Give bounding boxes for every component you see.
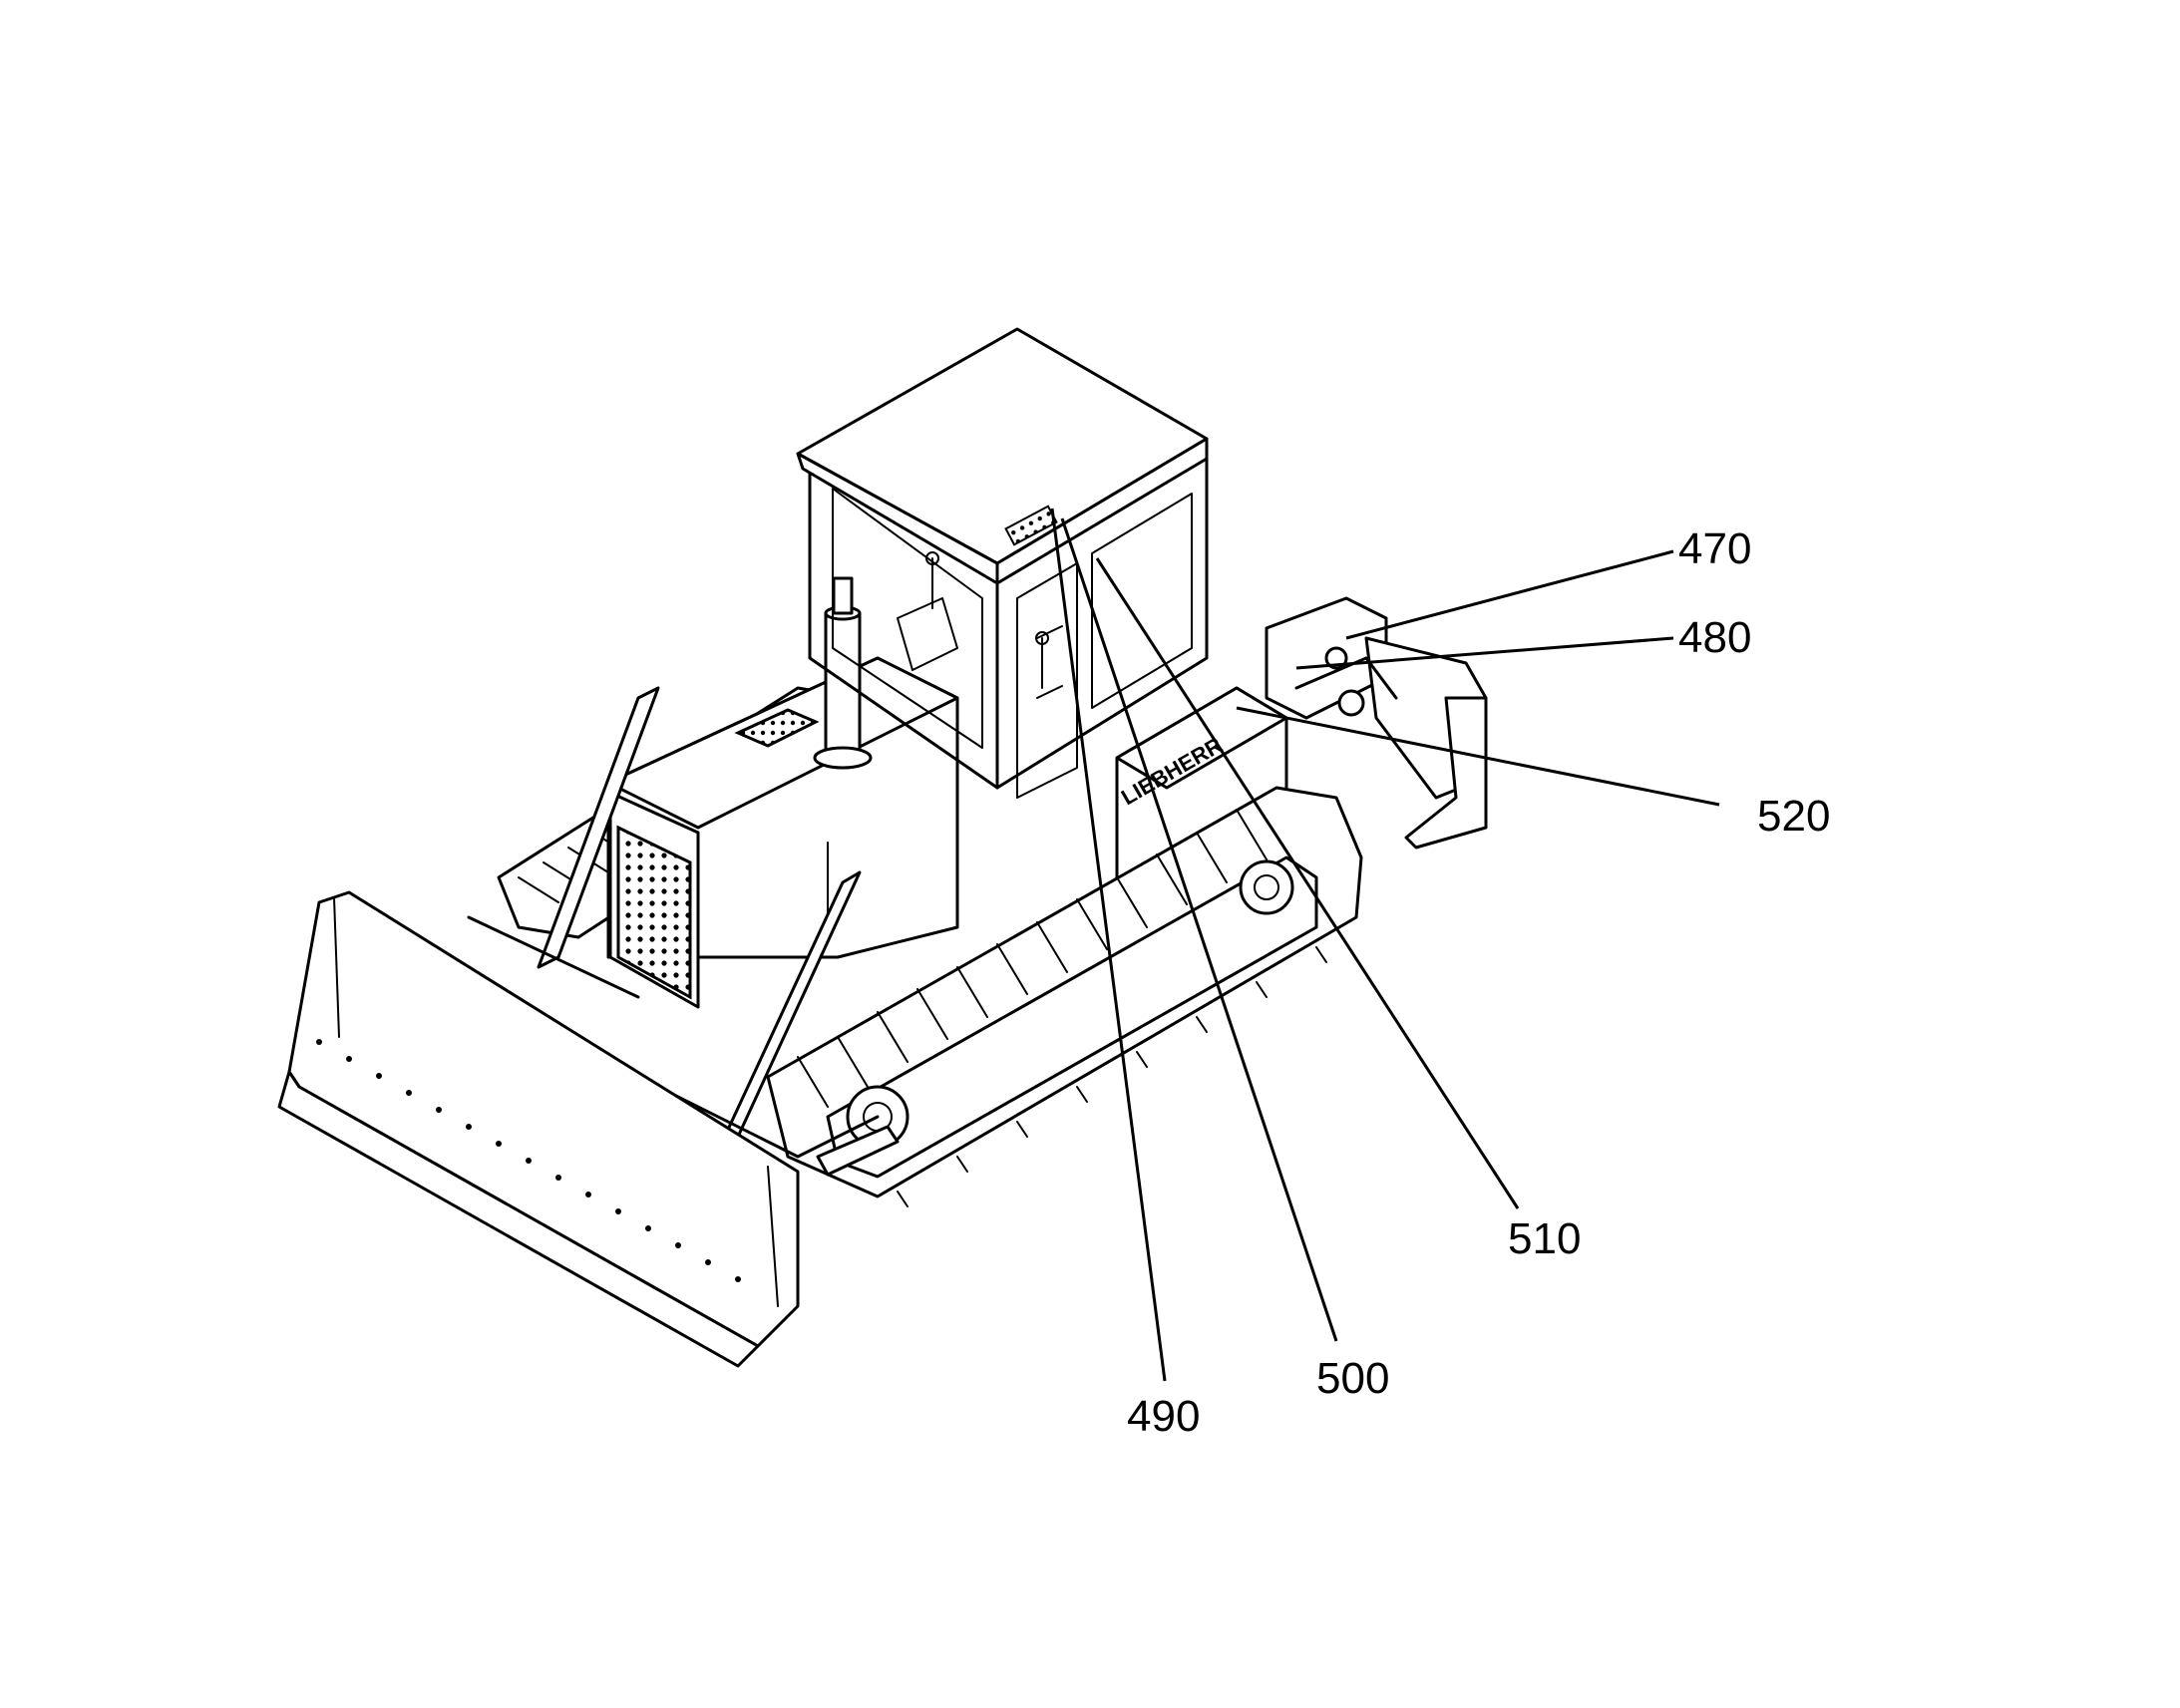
leader-470 [1345, 549, 1674, 640]
leader-490 [1050, 508, 1167, 1382]
callout-490: 490 [1127, 1392, 1200, 1441]
leader-lines [1050, 508, 1720, 1382]
callout-500: 500 [1316, 1354, 1389, 1403]
leader-500 [1060, 517, 1338, 1342]
callout-510: 510 [1508, 1214, 1581, 1263]
callout-470: 470 [1678, 524, 1751, 573]
engine-vent [734, 708, 820, 748]
rear-ripper [1265, 596, 1488, 850]
operator-cab [796, 327, 1209, 799]
callout-520: 520 [1757, 792, 1830, 841]
callout-labels: 470 480 520 510 500 490 [1127, 524, 1830, 1441]
callout-480: 480 [1678, 613, 1751, 662]
right-track [766, 786, 1363, 1207]
crawler-dozer-icon: LIEBHERR [277, 327, 1488, 1368]
dozer-blade [277, 890, 800, 1368]
radiator-grille [608, 791, 700, 1115]
leader-480 [1295, 636, 1674, 670]
leader-510 [1095, 557, 1520, 1209]
leader-520 [1236, 706, 1720, 807]
